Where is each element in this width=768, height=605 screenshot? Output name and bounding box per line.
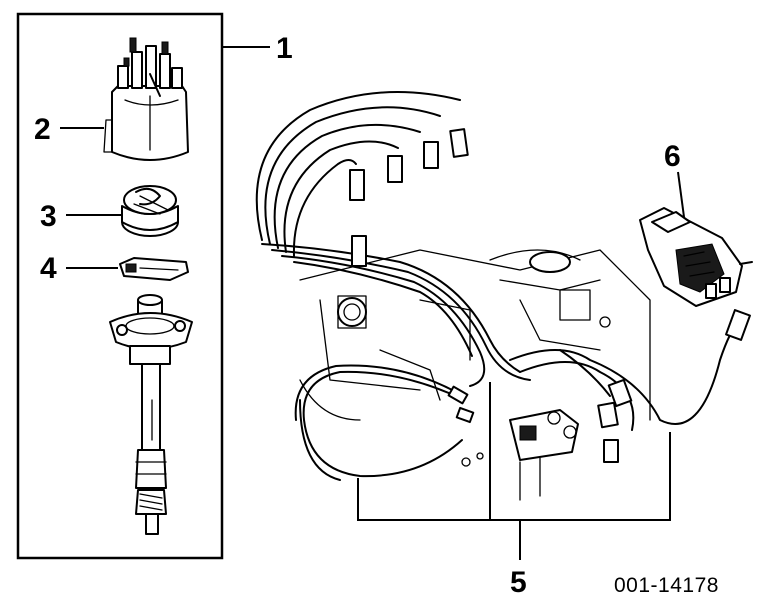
callout-2: 2 xyxy=(34,113,51,146)
distributor-shaft-icon xyxy=(109,294,193,535)
callout-6: 6 xyxy=(664,140,681,173)
part-number-label: 001-14178 xyxy=(614,574,719,597)
ignition-coil-icon xyxy=(639,207,753,307)
distributor-cap-icon xyxy=(103,37,189,161)
callout-1: 1 xyxy=(276,32,293,65)
callout-5: 5 xyxy=(510,566,527,599)
callout-3: 3 xyxy=(40,200,57,233)
ignition-module-icon xyxy=(119,257,189,281)
rotor-icon xyxy=(121,185,179,237)
distributor-assembly-frame xyxy=(16,12,224,560)
spark-plug-wire-harness-icon xyxy=(255,91,751,501)
callout-5-bracket xyxy=(357,432,671,521)
callout-4: 4 xyxy=(40,252,57,285)
